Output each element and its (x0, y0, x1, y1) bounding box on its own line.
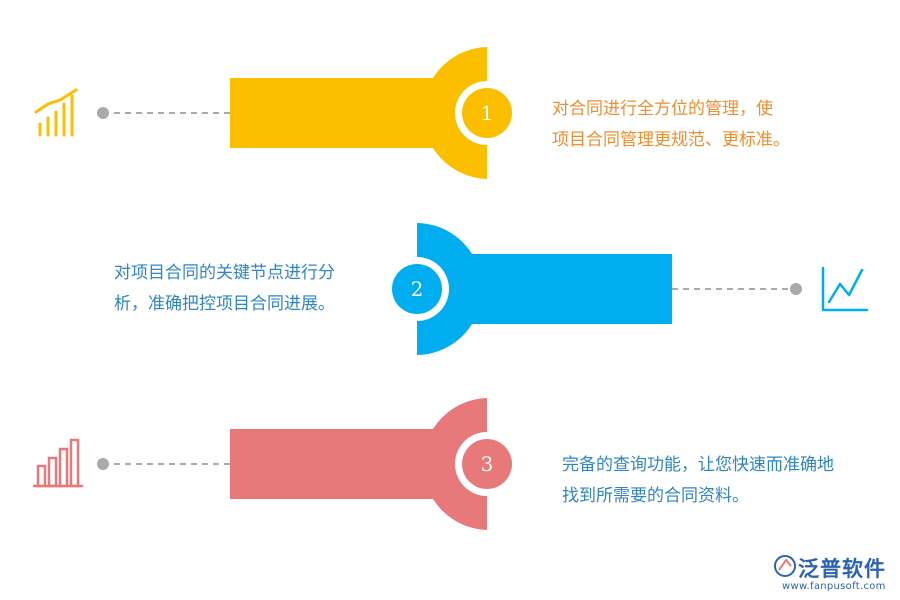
brand-name: 泛普软件 (798, 557, 886, 581)
step-3-badge (462, 439, 512, 489)
step-2-line-2: 析，准确把控项目合同进展。 (114, 294, 335, 314)
brand-watermark: 泛普软件 www.fanpusoft.com (768, 553, 898, 597)
step-2-description: 对项目合同的关键节点进行分 析，准确把控项目合同进展。 (114, 258, 335, 320)
step-1-line-2: 项目合同管理更规范、更标准。 (552, 130, 790, 150)
step-1-description: 对合同进行全方位的管理，使 项目合同管理更规范、更标准。 (552, 94, 790, 156)
rising-bars-chart-icon (34, 88, 78, 137)
brand-url: www.fanpusoft.com (782, 581, 886, 592)
brand-logo-icon (774, 555, 796, 577)
line-chart-icon (821, 266, 869, 312)
step-2-number: 2 (410, 277, 424, 301)
connector-dot-1 (97, 107, 109, 119)
step-3-description: 完备的查询功能，让您快速而准确地 找到所需要的合同资料。 (562, 450, 834, 512)
step-3-line-2: 找到所需要的合同资料。 (562, 486, 749, 506)
step-2-banner (417, 223, 672, 355)
step-1-number: 1 (480, 101, 494, 125)
step-2-badge (392, 264, 442, 314)
step-1-line-1: 对合同进行全方位的管理，使 (552, 99, 773, 119)
step-3-number: 3 (480, 452, 494, 476)
bar-chart-icon (33, 438, 83, 488)
step-3-banner (230, 398, 487, 530)
step-1-badge (462, 88, 512, 138)
connector-dot-2 (790, 283, 802, 295)
step-1-banner (230, 47, 487, 179)
connector-dot-3 (97, 458, 109, 470)
step-3-line-1: 完备的查询功能，让您快速而准确地 (562, 455, 834, 475)
step-2-line-1: 对项目合同的关键节点进行分 (114, 263, 335, 283)
